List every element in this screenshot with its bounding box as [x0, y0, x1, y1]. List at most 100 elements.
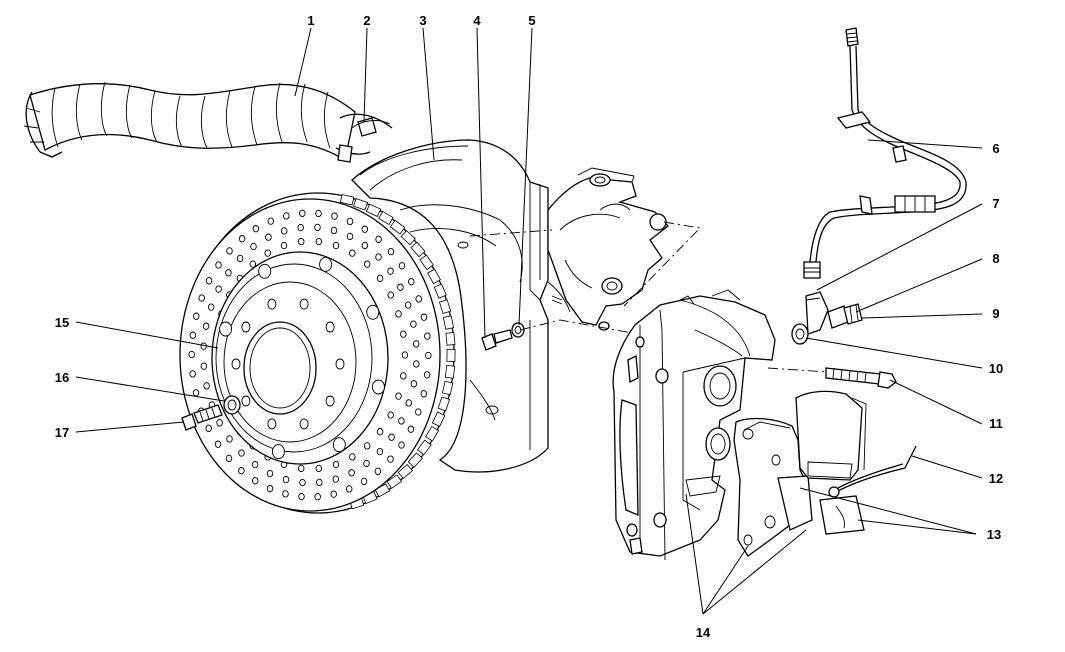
drill-hole: [401, 351, 409, 359]
drill-hole: [388, 433, 395, 441]
drill-hole: [376, 274, 384, 282]
vent-slot: [446, 348, 456, 362]
callout-6: 6: [992, 141, 999, 156]
drill-hole: [216, 419, 223, 427]
vent-slot: [378, 210, 394, 226]
drill-hole: [314, 493, 321, 501]
drill-hole: [360, 477, 368, 485]
drill-hole: [192, 312, 200, 320]
drill-hole: [265, 233, 272, 241]
hub-hole: [325, 395, 335, 407]
drill-hole: [330, 226, 338, 235]
drill-hole: [361, 225, 369, 233]
drill-hole: [266, 484, 274, 493]
brake-line-banjo: [805, 291, 863, 335]
alignment-lines: [469, 221, 829, 373]
drill-hole: [400, 330, 407, 338]
hub-hole: [325, 321, 335, 333]
vent-slot: [441, 380, 454, 396]
vent-slot: [400, 230, 416, 246]
vent-slot: [431, 411, 446, 427]
drill-hole: [374, 467, 382, 475]
drill-hole: [398, 262, 406, 270]
drill-hole: [315, 209, 322, 218]
callout-10: 10: [989, 361, 1003, 376]
drill-hole: [363, 442, 371, 450]
dust-shield: [351, 139, 549, 473]
callout-2: 2: [363, 13, 370, 28]
hub-hole: [241, 395, 251, 407]
vent-slot: [444, 364, 456, 379]
drill-hole: [408, 278, 415, 286]
vent-slot: [442, 315, 455, 330]
disc-washer: [223, 395, 241, 415]
vent-slot: [397, 463, 414, 479]
callout-16: 16: [55, 370, 69, 385]
bell-hole: [332, 437, 346, 453]
drill-hole: [332, 241, 340, 250]
callout-5: 5: [528, 13, 535, 28]
callout-8: 8: [992, 251, 999, 266]
shield-screw: [481, 329, 513, 351]
drill-hole: [215, 261, 222, 269]
brake-pad-outer: [795, 390, 867, 535]
drill-hole: [346, 232, 354, 241]
drill-hole: [376, 447, 384, 456]
drill-hole: [251, 460, 259, 469]
drill-hole: [332, 460, 340, 469]
drill-hole: [330, 490, 337, 498]
callout-4: 4: [473, 13, 481, 28]
callout-17: 17: [55, 425, 69, 440]
brake-disc: [179, 192, 456, 514]
drill-hole: [297, 464, 305, 473]
drill-hole: [349, 453, 356, 461]
drill-hole: [407, 425, 415, 433]
drill-hole: [252, 225, 260, 233]
hub-hole: [267, 418, 277, 430]
drill-hole: [267, 217, 275, 225]
callout-1: 1: [307, 13, 314, 28]
hub-hole: [335, 358, 345, 370]
drill-hole: [363, 459, 370, 468]
drill-hole: [226, 435, 233, 443]
drill-hole: [299, 209, 306, 217]
drill-hole: [280, 241, 288, 250]
cooling-duct-hose: [23, 81, 393, 163]
vent-slot: [427, 268, 442, 285]
vent-slot: [438, 299, 452, 315]
drill-hole: [238, 235, 246, 243]
drill-hole: [215, 285, 222, 293]
hub-bolt-holes: [219, 256, 385, 460]
drill-hole: [282, 490, 289, 498]
bell-hole: [366, 304, 380, 320]
drill-hole: [316, 478, 323, 487]
drill-hole: [400, 372, 407, 380]
callout-11: 11: [989, 416, 1003, 431]
callout-3: 3: [419, 13, 426, 28]
drill-hole: [361, 241, 369, 250]
drill-hole: [332, 475, 340, 483]
drill-hole: [375, 253, 382, 261]
bell-hole: [258, 263, 272, 279]
drill-hole: [425, 351, 432, 360]
callout-leaders: [75, 27, 983, 615]
caliper-pin: [825, 367, 897, 389]
disc-vent-rim: [339, 194, 456, 510]
drill-hole: [348, 469, 355, 477]
brake-caliper: [612, 289, 776, 561]
drill-hole: [315, 464, 323, 473]
drill-hole: [297, 223, 304, 232]
drill-hole: [331, 212, 338, 220]
drill-hole: [395, 310, 402, 318]
drill-hole: [387, 455, 394, 463]
drill-hole: [398, 417, 405, 425]
disc-fixing-bolt: [181, 404, 223, 431]
drill-hole: [375, 235, 382, 243]
drill-hole: [363, 260, 371, 268]
drill-hole: [225, 454, 233, 463]
drill-hole: [264, 249, 271, 257]
drill-hole: [207, 303, 215, 311]
drill-hole: [404, 301, 412, 309]
drill-hole: [249, 260, 257, 268]
vent-slot: [437, 396, 451, 412]
